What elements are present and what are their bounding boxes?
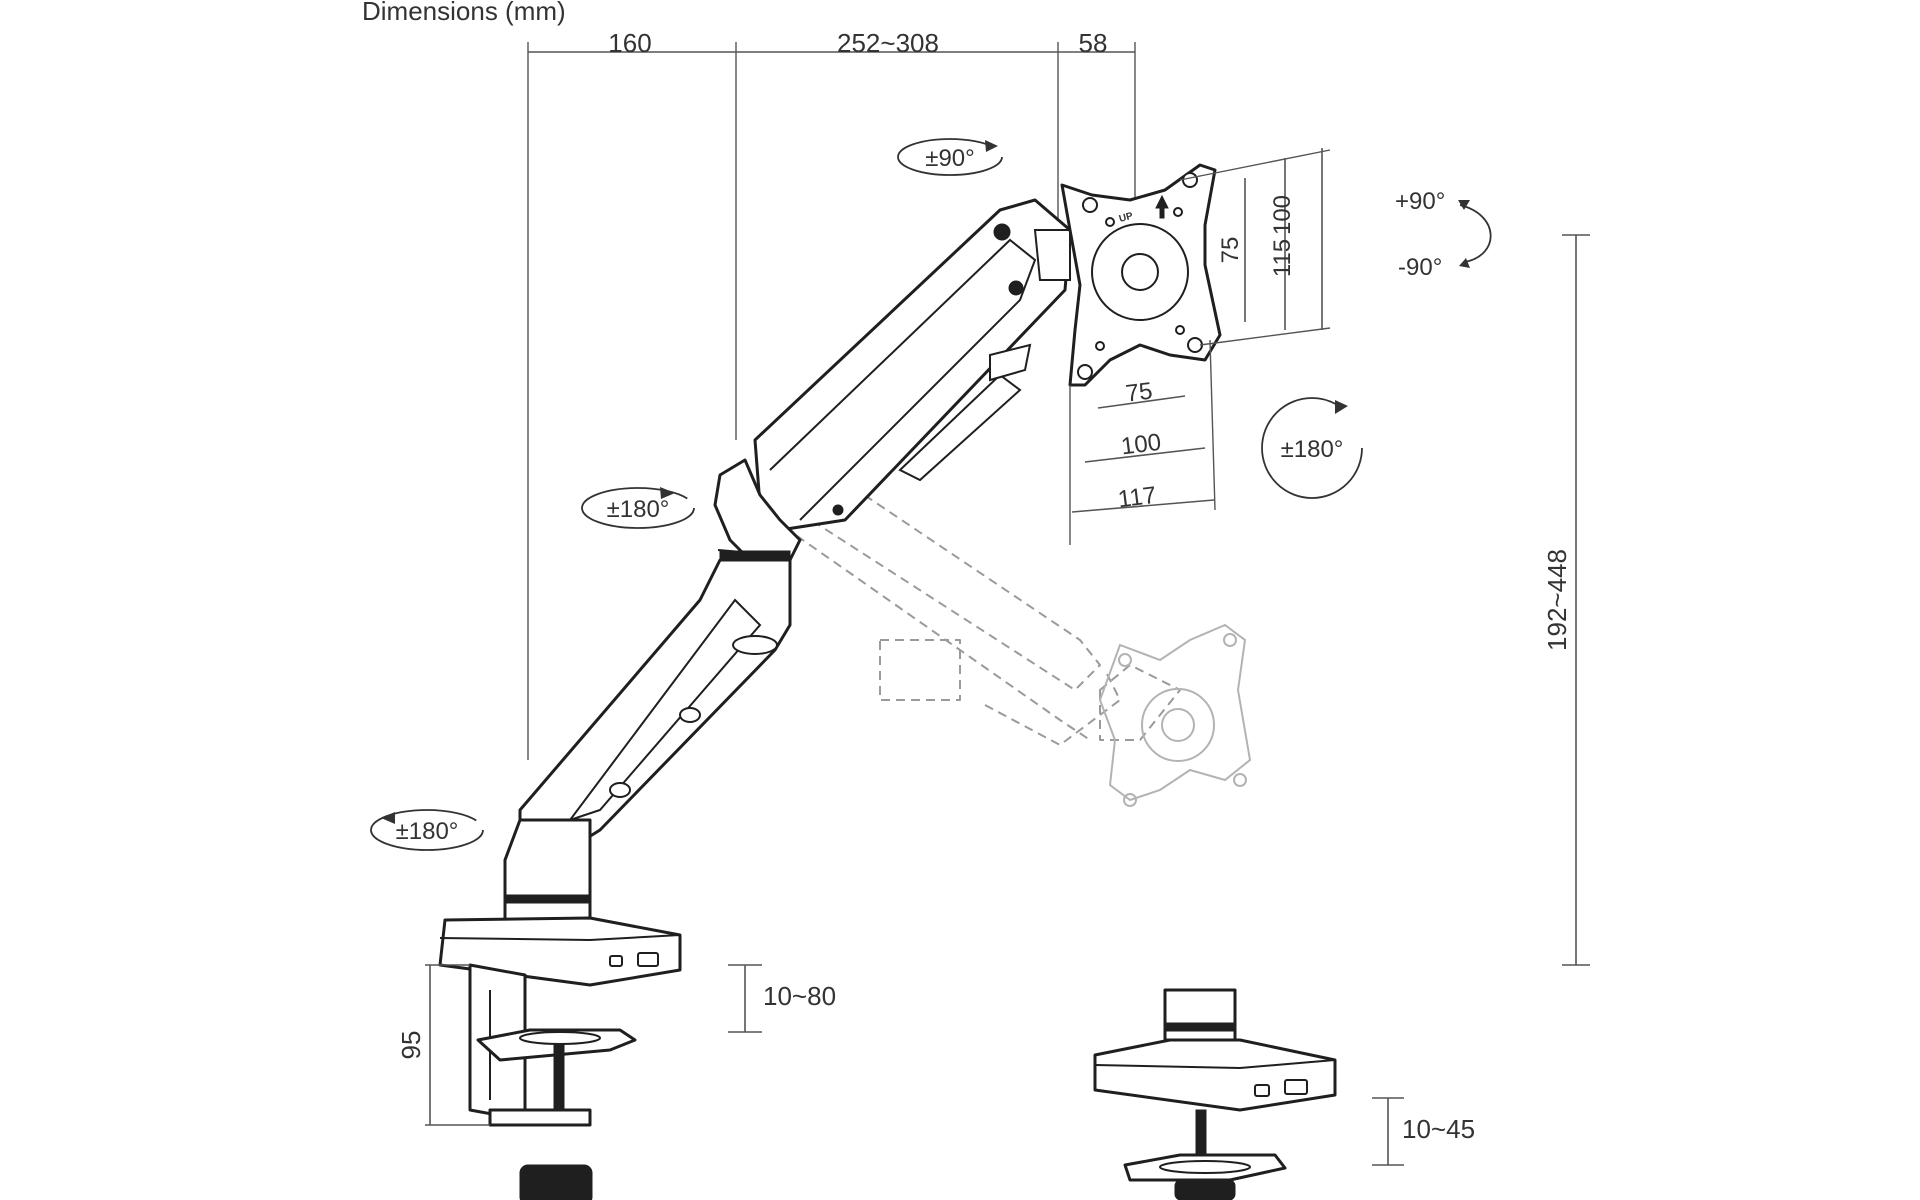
- vesa-width-100: 100: [1120, 429, 1163, 461]
- vesa-width-75: 75: [1124, 378, 1154, 408]
- vesa-height-100: 100: [1269, 195, 1296, 235]
- dim-reach-arm: 252~308: [837, 28, 939, 58]
- vesa-height-75: 75: [1217, 237, 1244, 264]
- vesa-plate: [1060, 163, 1222, 387]
- rotation-plate-swivel-label: ±90°: [925, 145, 974, 172]
- dim-reach-base: 160: [608, 28, 651, 58]
- dim-clamp-height: 95: [396, 1031, 426, 1060]
- vesa-horizontal-dimensions: [1069, 339, 1216, 545]
- dim-height-range: 192~448: [1542, 549, 1572, 651]
- diagram-title: Dimensions (mm): [362, 0, 566, 26]
- clamp-height-dimension: [425, 964, 490, 1126]
- rotation-plate-rotation-label: ±180°: [1281, 436, 1344, 463]
- rotation-tilt-up-label: +90°: [1395, 188, 1445, 215]
- dim-desk-thickness-grommet: 10~45: [1402, 1114, 1475, 1144]
- rotation-elbow: [581, 487, 695, 529]
- rotation-plate-swivel: [897, 138, 1003, 176]
- grommet-mount-assembly: [1093, 988, 1337, 1200]
- base-post: [503, 818, 592, 927]
- arm-lowered-ghost: [759, 444, 1252, 807]
- grommet-desk-thickness-dimension: [1372, 1097, 1404, 1166]
- rotation-base: [370, 809, 484, 851]
- dim-depth-plate: 58: [1079, 28, 1108, 58]
- rotation-base-label: ±180°: [396, 818, 459, 845]
- rotation-plate-tilt: [1458, 200, 1492, 268]
- height-range-dimension: [1562, 234, 1590, 966]
- dim-desk-thickness-clamp: 10~80: [763, 981, 836, 1011]
- arm-upper-segment: [753, 198, 1072, 533]
- rotation-tilt-down-label: -90°: [1398, 254, 1442, 281]
- clamp-desk-thickness-dimension: [728, 964, 762, 1033]
- desk-clamp-assembly: [438, 916, 682, 1200]
- vesa-vertical-dimensions: [1179, 148, 1331, 346]
- vesa-height-115: 115: [1269, 239, 1296, 277]
- vesa-width-117: 117: [1116, 482, 1157, 513]
- vesa-up-marker: UP: [1118, 211, 1135, 225]
- arm-lower-segment: [518, 558, 792, 862]
- rotation-elbow-label: ±180°: [607, 496, 670, 523]
- top-dimension-chain: [527, 42, 1136, 760]
- rotation-plate-rotation: [1261, 397, 1363, 499]
- arm-elbow-joint: [713, 458, 802, 562]
